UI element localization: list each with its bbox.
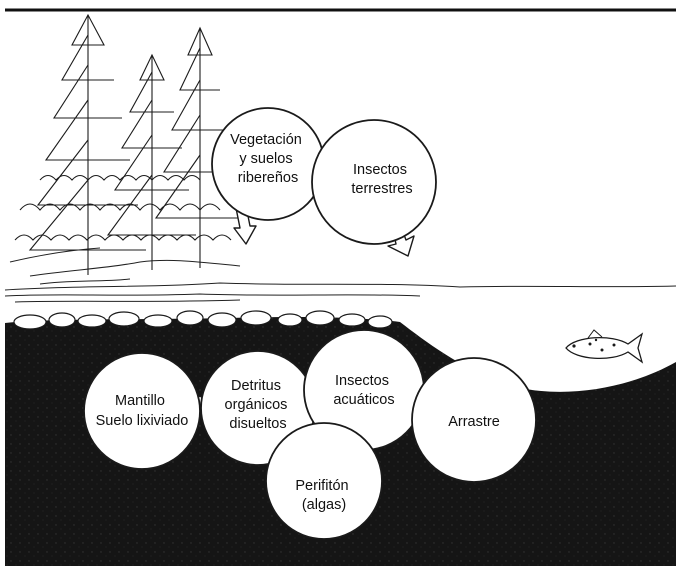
vegetation-label: Vegetación y suelos ribereños: [230, 132, 306, 186]
node-leaf-litter-circle: [83, 352, 201, 470]
node-terrestrial-insects-circle: [311, 119, 437, 245]
conifer-forest: [14, 13, 244, 275]
terrestrial-insects-label: Insectos terrestres: [351, 162, 412, 197]
leaf-litter-label: Mantillo Suelo lixiviado: [96, 393, 189, 429]
drift-label: Arrastre: [448, 414, 500, 430]
node-labels: Vegetación y suelos ribereños Insectos t…: [96, 132, 500, 513]
detritus-label: Detritus orgánicos disueltos: [225, 378, 292, 432]
node-drift-circle: [411, 357, 537, 483]
streambed-stones: [13, 310, 393, 330]
riverbank-sketch: [4, 247, 676, 303]
periphyton-label: Perifitón (algas): [295, 478, 352, 513]
fish-icon: [565, 329, 644, 364]
aquatic-insects-label: Insectos acuáticos: [333, 373, 394, 408]
undergrowth: [14, 174, 232, 241]
conifer-tree-icon: [28, 13, 146, 275]
node-periphyton-circle: [265, 422, 383, 540]
